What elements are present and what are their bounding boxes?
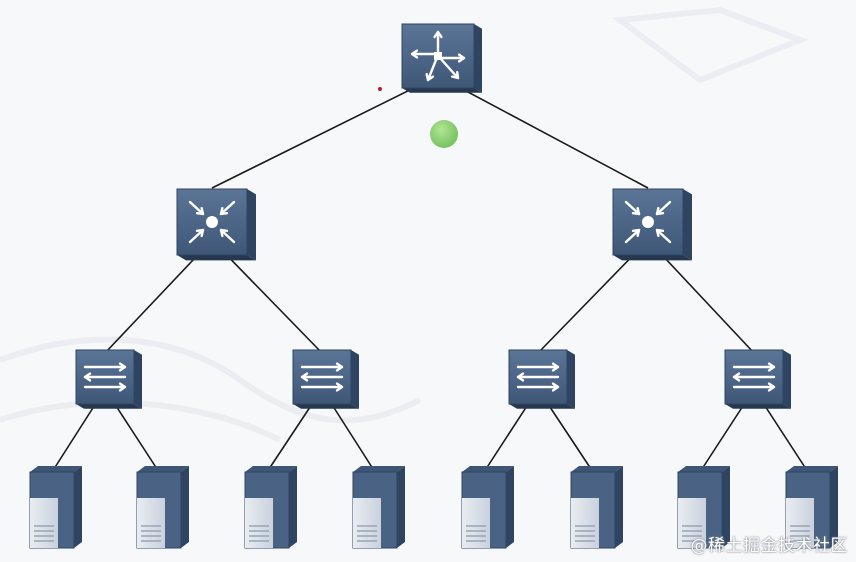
server-icon — [677, 466, 730, 549]
bidirectional-arrows-icon — [83, 362, 127, 392]
server-icon — [244, 466, 297, 549]
pointer-dot — [378, 87, 382, 91]
device-nodes — [29, 23, 838, 549]
bidirectional-arrows-icon — [300, 362, 344, 392]
link-line — [437, 75, 649, 189]
link-lines — [51, 75, 809, 473]
server-icon — [785, 466, 838, 549]
aggregation-switch-icon — [612, 188, 692, 261]
watermark-text: @稀土掘金技术社区 — [690, 536, 848, 556]
link-line — [211, 75, 439, 189]
server-icon — [29, 466, 82, 549]
background-decoration — [0, 6, 809, 443]
aggregation-switch-icon — [176, 188, 256, 261]
convergence-arrows-icon — [624, 200, 672, 244]
cursor-highlight-dot — [430, 120, 458, 148]
access-switch-icon — [724, 349, 791, 409]
server-icon — [570, 466, 623, 549]
bidirectional-arrows-icon — [732, 362, 776, 392]
access-switch-icon — [508, 349, 575, 409]
bidirectional-arrows-icon — [516, 362, 560, 392]
router-arrows-icon — [410, 30, 466, 82]
convergence-arrows-icon — [188, 200, 236, 244]
server-icon — [352, 466, 405, 549]
access-switch-icon — [292, 349, 359, 409]
server-icon — [136, 466, 189, 549]
server-icon — [461, 466, 514, 549]
access-switch-icon — [75, 349, 142, 409]
router-icon — [401, 23, 482, 93]
